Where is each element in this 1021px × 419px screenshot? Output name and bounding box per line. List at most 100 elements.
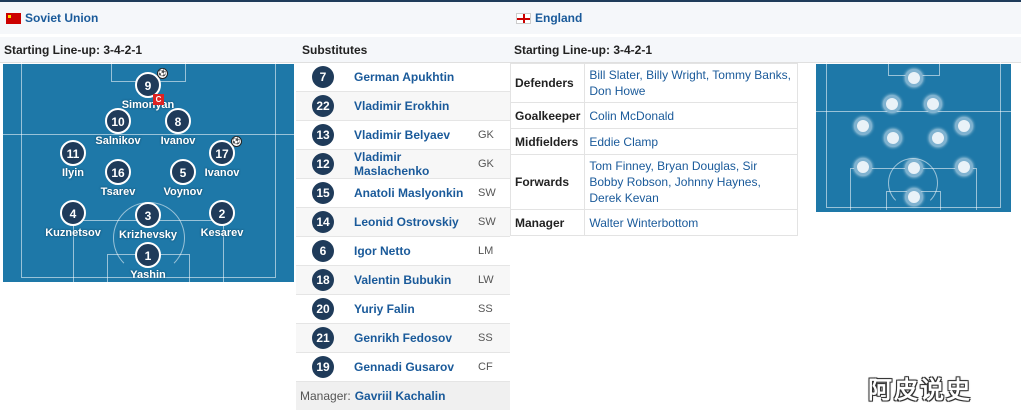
player-marker[interactable] xyxy=(929,129,947,147)
position-label: SW xyxy=(478,216,496,228)
row-label: Forwards xyxy=(509,154,586,210)
football-icon: ⚽ xyxy=(231,136,242,147)
manager-link[interactable]: Gavriil Kachalin xyxy=(354,389,446,403)
player-simonyan[interactable]: 9 ⚽ C Simonyan xyxy=(108,68,188,111)
shirt-number: 20 xyxy=(312,298,334,320)
player-kesarev[interactable]: 2 Kesarev xyxy=(182,200,262,239)
player-name: Ilyin xyxy=(61,167,84,179)
player-name: Tsarev xyxy=(100,186,136,198)
player-name: Ivanov xyxy=(160,135,196,147)
player-marker[interactable] xyxy=(905,69,923,87)
shirt-number: 3 xyxy=(135,202,161,228)
watermark-text: 阿皮说史 xyxy=(868,376,972,404)
table-row: Forwards Tom Finney, Bryan Douglas, Sir … xyxy=(509,154,798,210)
list-item[interactable]: 21 Genrikh Fedosov SS xyxy=(296,324,510,353)
position-label: LW xyxy=(478,274,494,286)
player-name: Ivanov xyxy=(204,167,240,179)
player-link[interactable]: Gennadi Gusarov xyxy=(354,360,455,374)
player-marker[interactable] xyxy=(955,158,973,176)
player-krizhevsky[interactable]: 3 Krizhevsky xyxy=(108,202,188,241)
list-item[interactable]: 12 Vladimir Maslachenko GK xyxy=(296,150,510,179)
row-value[interactable]: Tom Finney, Bryan Douglas, Sir Bobby Rob… xyxy=(584,154,798,210)
soviet-lineup-title: Starting Line-up: 3-4-2-1 xyxy=(0,37,296,63)
player-ilyin[interactable]: 11 Ilyin xyxy=(33,140,113,179)
player-marker[interactable] xyxy=(854,158,872,176)
table-row: Manager Walter Winterbottom xyxy=(509,209,798,236)
position-label: SS xyxy=(478,332,493,344)
player-name: Salnikov xyxy=(95,135,141,147)
position-label: GK xyxy=(478,129,494,141)
player-link[interactable]: Leonid Ostrovskiy xyxy=(354,215,459,229)
row-label: Midfielders xyxy=(509,128,586,155)
shirt-number: 13 xyxy=(312,124,334,146)
shirt-number: 21 xyxy=(312,327,334,349)
england-lineup-title: Starting Line-up: 3-4-2-1 xyxy=(510,37,1021,63)
row-value[interactable]: Bill Slater, Billy Wright, Tommy Banks, … xyxy=(584,63,798,103)
player-yashin[interactable]: 1 Yashin xyxy=(108,242,188,281)
player-marker[interactable] xyxy=(854,117,872,135)
player-name: Voynov xyxy=(163,186,203,198)
shirt-number: 14 xyxy=(312,211,334,233)
position-label: SW xyxy=(478,187,496,199)
position-label: GK xyxy=(478,158,494,170)
england-team-header: England xyxy=(510,0,1021,34)
player-link[interactable]: German Apukhtin xyxy=(354,70,455,84)
player-name: Yashin xyxy=(130,269,166,281)
player-link[interactable]: Anatoli Maslyonkin xyxy=(354,186,464,200)
row-label: Manager xyxy=(509,209,586,236)
player-voynov[interactable]: 5 Voynov xyxy=(143,159,223,198)
player-name: Krizhevsky xyxy=(118,229,178,241)
player-link[interactable]: Valentin Bubukin xyxy=(354,273,452,287)
england-flag-icon xyxy=(516,12,531,24)
list-item[interactable]: 7 German Apukhtin xyxy=(296,63,510,92)
player-marker[interactable] xyxy=(905,188,923,206)
player-link[interactable]: Genrikh Fedosov xyxy=(354,331,453,345)
player-link[interactable]: Yuriy Falin xyxy=(354,302,415,316)
football-icon: ⚽ xyxy=(157,68,168,79)
england-team-link[interactable]: England xyxy=(535,11,583,25)
player-kuznetsov[interactable]: 4 Kuznetsov xyxy=(33,200,113,239)
player-ivanov-17[interactable]: 17 ⚽ Ivanov xyxy=(182,136,262,179)
player-link[interactable]: Vladimir Erokhin xyxy=(354,99,450,113)
shirt-number: 6 xyxy=(312,240,334,262)
row-label: Defenders xyxy=(509,63,586,103)
list-item[interactable]: 20 Yuriy Falin SS xyxy=(296,295,510,324)
player-marker[interactable] xyxy=(955,117,973,135)
position-label: SS xyxy=(478,303,493,315)
row-value[interactable]: Eddie Clamp xyxy=(584,128,798,155)
soviet-team-link[interactable]: Soviet Union xyxy=(25,11,99,25)
table-row: Defenders Bill Slater, Billy Wright, Tom… xyxy=(509,63,798,103)
player-tsarev[interactable]: 16 Tsarev xyxy=(78,159,158,198)
shirt-number: 5 xyxy=(170,159,196,185)
shirt-number: 11 xyxy=(60,140,86,166)
player-marker[interactable] xyxy=(884,129,902,147)
player-link[interactable]: Vladimir Belyaev xyxy=(354,128,451,142)
shirt-number: 9 xyxy=(135,72,161,98)
shirt-number: 12 xyxy=(312,153,334,175)
list-item[interactable]: 13 Vladimir Belyaev GK xyxy=(296,121,510,150)
player-marker[interactable] xyxy=(905,159,923,177)
soviet-team-header: Soviet Union xyxy=(0,0,510,34)
manager-row: Manager: Gavriil Kachalin xyxy=(296,382,510,410)
shirt-number: 8 xyxy=(165,108,191,134)
ussr-flag-icon xyxy=(6,12,21,24)
england-lineup-table: Defenders Bill Slater, Billy Wright, Tom… xyxy=(509,63,798,236)
table-row: Midfielders Eddie Clamp xyxy=(509,128,798,155)
list-item[interactable]: 14 Leonid Ostrovskiy SW xyxy=(296,208,510,237)
player-marker[interactable] xyxy=(883,95,901,113)
soviet-pitch: 9 ⚽ C Simonyan 10 Salnikov 8 Ivanov 11 I… xyxy=(1,62,296,282)
player-link[interactable]: Igor Netto xyxy=(354,244,411,258)
shirt-number: 7 xyxy=(312,66,334,88)
player-link[interactable]: Vladimir Maslachenko xyxy=(354,150,430,178)
player-marker[interactable] xyxy=(924,95,942,113)
row-value[interactable]: Walter Winterbottom xyxy=(584,209,798,236)
player-salnikov[interactable]: 10 Salnikov xyxy=(78,108,158,147)
row-value[interactable]: Colin McDonald xyxy=(584,102,798,129)
player-ivanov-8[interactable]: 8 Ivanov xyxy=(138,108,218,147)
